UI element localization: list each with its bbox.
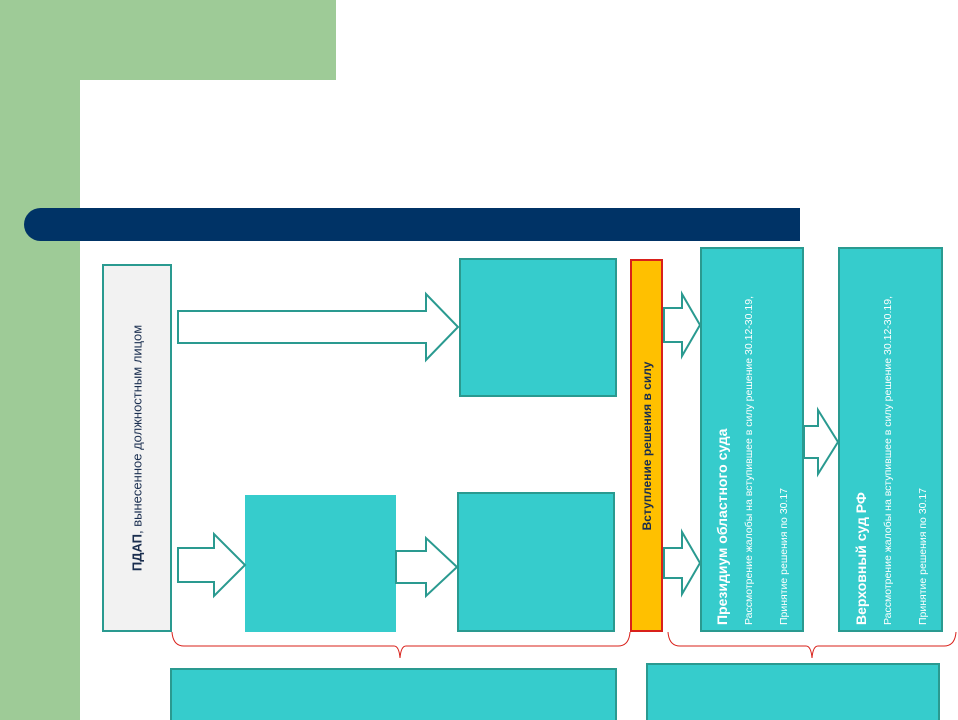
presidium-court-box: Президиум областного суда Рассмотрение ж…	[700, 247, 804, 632]
arrow-right-icon	[177, 531, 247, 599]
teal-box-bottom-middle	[245, 495, 396, 632]
decorative-green-block-left	[0, 0, 80, 720]
entry-into-force-bar: Вступление решения в силу	[630, 259, 663, 632]
teal-box-bottom-far-right	[646, 663, 940, 720]
brace-right	[667, 631, 957, 659]
brace-left	[171, 631, 631, 659]
arrow-right-icon	[663, 528, 702, 598]
title-bar	[24, 208, 800, 241]
arrow-right-icon	[177, 291, 460, 363]
teal-box-top-right	[459, 258, 617, 397]
teal-box-bottom-right	[457, 492, 615, 632]
arrow-right-icon	[803, 406, 840, 478]
arrow-right-icon	[395, 535, 459, 599]
teal-box-bottom-left	[170, 668, 617, 720]
supreme-court-box: Верховный суд РФ Рассмотрение жалобы на …	[838, 247, 943, 632]
arrow-right-icon	[663, 290, 702, 360]
pdap-box: ПДАП, вынесенное должностным лицом	[102, 264, 172, 632]
